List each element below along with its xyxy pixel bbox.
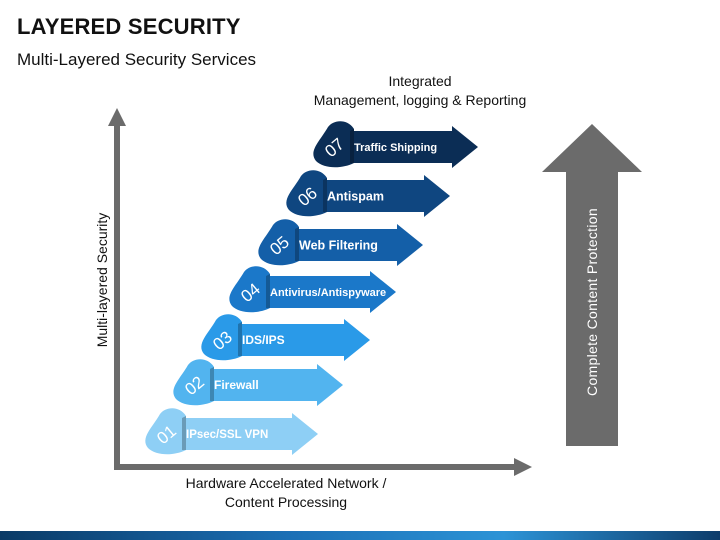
layer-fold-shadow [295, 227, 299, 261]
top-label: Integrated Management, logging & Reporti… [300, 72, 540, 110]
layer-arrow [208, 364, 343, 406]
layer-arrow [293, 224, 423, 266]
layer-fold-shadow [210, 367, 214, 401]
layer-tab [229, 266, 270, 313]
layer-fold-shadow [238, 322, 242, 356]
layer-fold-shadow [323, 178, 327, 212]
layer-fold-shadow [350, 129, 354, 163]
layer-label: Traffic Shipping [354, 142, 437, 154]
layer-arrow [264, 271, 396, 313]
layer-label: Web Filtering [299, 238, 378, 252]
layer-arrow [348, 126, 478, 168]
layer-label: Antivirus/Antispyware [270, 287, 386, 299]
top-label-line2: Management, logging & Reporting [313, 92, 527, 108]
layer-tab [201, 314, 242, 361]
right-arrow-label: Complete Content Protection [584, 208, 600, 396]
page-title: LAYERED SECURITY [17, 14, 241, 39]
layer-label: Firewall [214, 378, 259, 392]
layer-label: IPsec/SSL VPN [186, 429, 268, 441]
y-axis [108, 108, 126, 469]
bottom-label-line1: Hardware Accelerated Network / [185, 475, 387, 491]
page-subtitle: Multi-Layered Security Services [17, 50, 257, 69]
x-axis [114, 458, 532, 476]
layer-tab [258, 219, 299, 266]
layer-label: IDS/IPS [242, 333, 285, 347]
complete-content-protection-arrow [542, 124, 642, 446]
layer-tab [173, 359, 214, 406]
layer-fold-shadow [182, 416, 186, 450]
y-axis-label: Multi-layered Security [94, 212, 110, 348]
bottom-label-line2: Content Processing [224, 494, 348, 510]
top-label-line1: Integrated [388, 73, 452, 89]
footer-bar [0, 531, 720, 540]
bottom-label: Hardware Accelerated Network / Content P… [170, 474, 402, 512]
layer-tab [313, 121, 354, 168]
layer-tab [145, 408, 186, 455]
layer-label: Antispam [327, 189, 384, 203]
layer-tab [286, 170, 327, 217]
layer-fold-shadow [266, 274, 270, 308]
layer-arrow [180, 413, 318, 455]
layer-arrow [321, 175, 450, 217]
layer-arrow [236, 319, 370, 361]
